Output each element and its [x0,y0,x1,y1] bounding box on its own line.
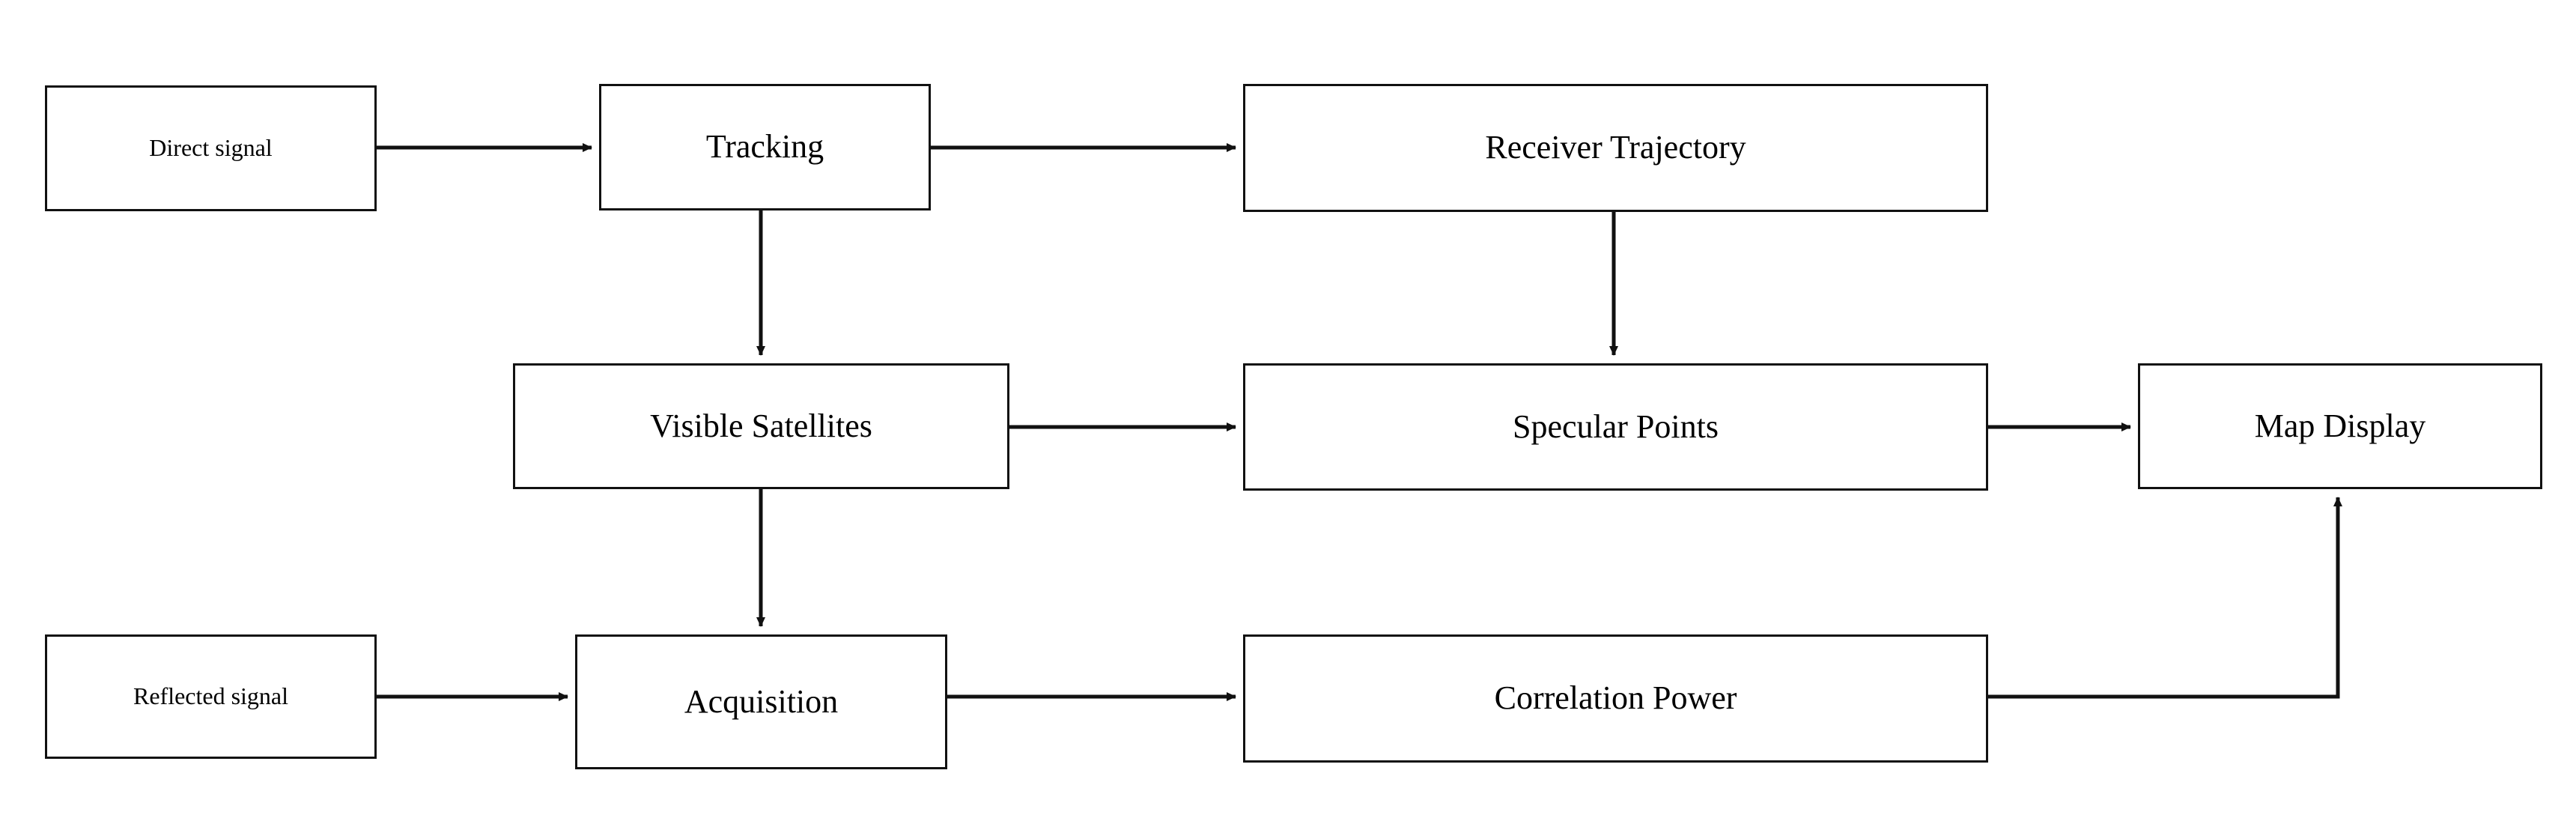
node-direct-signal-label: Direct signal [149,134,273,162]
node-receiver-trajectory[interactable]: Receiver Trajectory [1243,84,1988,212]
node-acquisition[interactable]: Acquisition [575,634,947,769]
node-visible-satellites[interactable]: Visible Satellites [513,363,1009,489]
node-reflected-signal-label: Reflected signal [133,682,289,710]
node-tracking-label: Tracking [705,128,824,166]
node-acquisition-label: Acquisition [684,682,839,720]
node-specular-points-label: Specular Points [1513,408,1719,445]
edge-correlation-to-map [1988,497,2342,699]
node-receiver-trajectory-label: Receiver Trajectory [1485,129,1746,166]
node-map-display-label: Map Display [2254,407,2426,444]
node-correlation-power-label: Correlation Power [1494,679,1737,717]
node-visible-satellites-label: Visible Satellites [650,407,872,444]
node-correlation-power[interactable]: Correlation Power [1243,634,1988,763]
node-map-display[interactable]: Map Display [2138,363,2542,489]
node-specular-points[interactable]: Specular Points [1243,363,1988,491]
node-tracking[interactable]: Tracking [599,84,931,210]
node-reflected-signal[interactable]: Reflected signal [45,634,377,759]
node-direct-signal[interactable]: Direct signal [45,85,377,211]
